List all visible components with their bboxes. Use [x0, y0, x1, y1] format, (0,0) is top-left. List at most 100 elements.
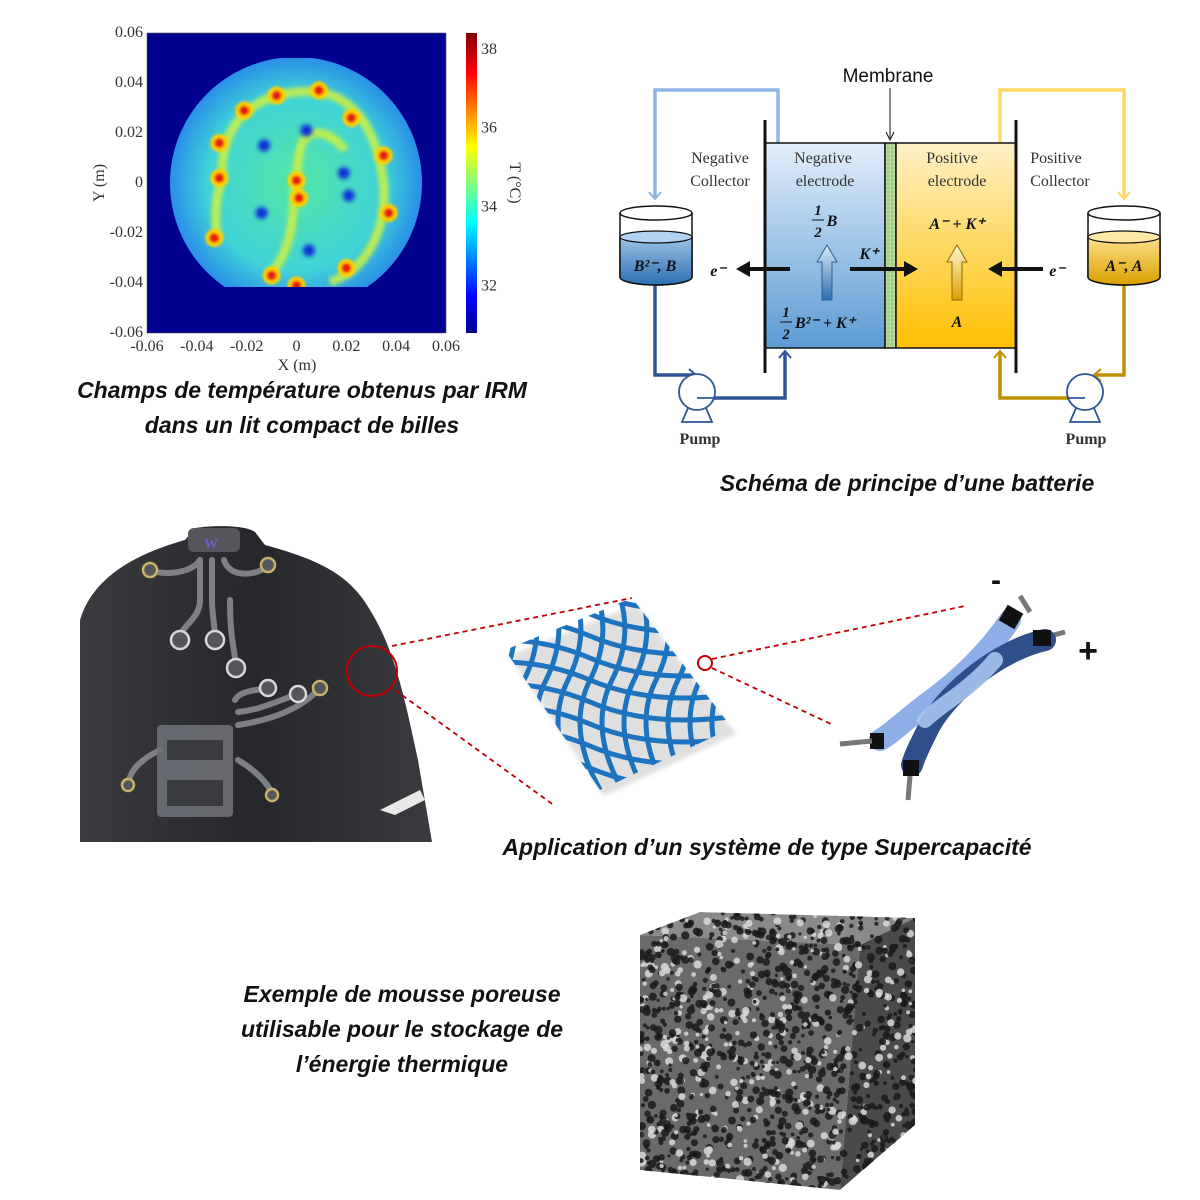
foam-pore	[772, 1149, 779, 1156]
foam-pore	[864, 1173, 869, 1179]
foam-pore	[872, 1159, 881, 1168]
foam-pore	[759, 1146, 768, 1155]
foam-pore	[806, 1024, 811, 1029]
foam-pore	[653, 920, 660, 926]
foam-pore	[656, 1156, 661, 1161]
foam-pore	[646, 1160, 651, 1165]
foam-pore	[640, 925, 644, 932]
foam-pore	[673, 912, 681, 918]
foam-pore	[679, 916, 685, 923]
foam-pore	[874, 921, 879, 926]
foam-pore	[735, 1094, 743, 1102]
hotspot	[291, 175, 302, 186]
foam-pore	[667, 1171, 674, 1178]
foam-pore	[674, 993, 681, 1001]
foam-pore	[687, 919, 695, 927]
foam-pore	[686, 998, 691, 1003]
foam-pore	[901, 1075, 906, 1081]
foam-pore	[837, 1076, 846, 1084]
foam-pore	[712, 1135, 720, 1144]
foam-pore	[669, 1079, 676, 1086]
foam-pore	[820, 1067, 826, 1072]
foam-pore	[668, 1029, 677, 1037]
foam-pore	[746, 1075, 751, 1079]
mesh-fiber	[709, 598, 732, 790]
coldspot	[302, 244, 315, 257]
foam-pore	[677, 1086, 686, 1095]
foam-pore	[743, 1157, 752, 1166]
foam-pore	[735, 1007, 740, 1012]
foam-pore	[790, 1132, 795, 1137]
foam-pore	[756, 990, 762, 996]
foam-pore	[771, 980, 780, 988]
foam-pore	[851, 974, 856, 979]
foam-pore	[777, 948, 785, 956]
foam-pore	[855, 1023, 864, 1032]
foam-pore	[685, 1160, 690, 1165]
foam-pore	[705, 943, 714, 951]
foam-pore	[882, 1081, 887, 1086]
foam-pore	[883, 1003, 888, 1008]
foam-pore	[866, 970, 873, 977]
foam-pore	[676, 1010, 683, 1016]
foam-pore	[751, 1018, 757, 1023]
foam-pore	[853, 1083, 861, 1091]
foam-pore	[804, 1073, 810, 1079]
foam-pore	[687, 956, 694, 963]
foam-pore	[685, 918, 689, 923]
foam-pore	[644, 1169, 649, 1174]
foam-pore	[816, 1084, 825, 1092]
foam-pore	[682, 1165, 687, 1170]
positive-tank-label: A⁻, A	[1104, 258, 1143, 275]
hotspot	[378, 150, 389, 161]
foam-pore	[797, 984, 805, 992]
foam-pore	[668, 1063, 672, 1067]
colorbar	[466, 33, 477, 333]
foam-pore	[693, 1151, 702, 1159]
hotspot	[293, 193, 304, 203]
foam-caption-line-2: utilisable pour le stockage de	[240, 1016, 564, 1042]
foam-pore	[764, 1051, 772, 1059]
foam-pore	[689, 987, 695, 992]
foam-pore	[785, 968, 792, 975]
foam-pore	[666, 921, 674, 929]
pump-right-icon	[1066, 373, 1104, 423]
foam-pore	[640, 1006, 646, 1013]
foam-pore	[657, 1136, 663, 1142]
foam-pore	[690, 1139, 698, 1147]
foam-pore	[791, 1047, 798, 1055]
foam-pore	[863, 975, 873, 984]
foam-pore	[653, 1059, 661, 1067]
foam-pore	[732, 912, 742, 921]
foam-pore	[826, 1062, 835, 1071]
foam-pore	[823, 947, 830, 953]
foam-pore	[880, 1134, 889, 1143]
foam-pore	[689, 1093, 695, 1099]
foam-pore	[801, 1126, 809, 1134]
foam-pore	[906, 950, 911, 955]
foam-pore	[773, 1044, 778, 1049]
foam-pore	[716, 1064, 722, 1070]
foam-pore	[704, 1093, 710, 1099]
x-tick-label: -0.02	[230, 338, 263, 355]
foam-pore	[896, 968, 905, 976]
foam-pore	[675, 1149, 684, 1157]
foam-pore	[660, 1018, 666, 1024]
foam-pore	[904, 980, 913, 988]
foam-pore	[784, 1176, 789, 1181]
foam-pore	[889, 943, 897, 952]
foam-pore	[909, 1188, 914, 1190]
foam-pore	[842, 981, 847, 986]
foam-pore	[848, 1014, 853, 1019]
foam-pore	[640, 953, 645, 961]
negative-collector-label-1: Negative	[691, 150, 749, 167]
foam-pore	[903, 1033, 912, 1043]
foam-pore	[771, 1060, 776, 1065]
y-tick-label: -0.06	[110, 324, 143, 341]
foam-pore	[640, 1072, 645, 1079]
zoom-circle-mesh	[697, 655, 713, 671]
mesh-fiber	[505, 598, 513, 790]
foam-pore	[673, 1130, 679, 1135]
foam-pore	[774, 1106, 782, 1114]
